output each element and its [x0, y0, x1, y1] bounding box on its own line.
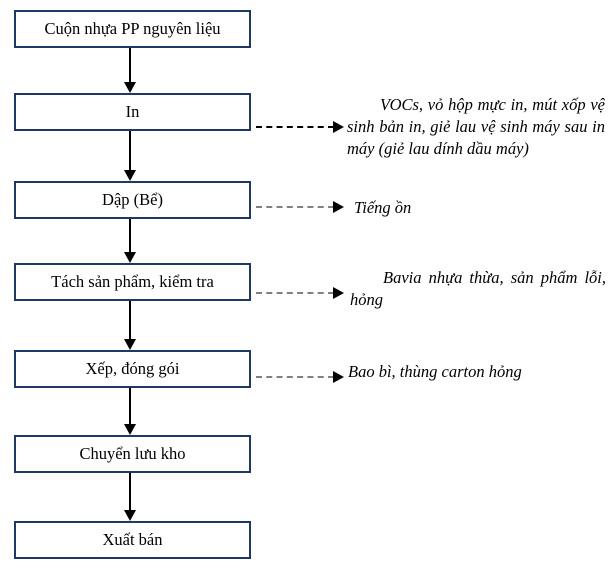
process-box-separation-inspection: Tách sản phẩm, kiểm tra [14, 263, 251, 301]
waste-arrow-line-separation [256, 292, 334, 294]
flow-arrow-line-1 [129, 48, 131, 83]
waste-annotation-packing: Bao bì, thùng carton hỏng [348, 362, 522, 381]
waste-arrow-head-stamping [333, 201, 344, 213]
waste-annotation-stamping: Tiếng ồn [354, 198, 412, 217]
process-box-raw-material: Cuộn nhựa PP nguyên liệu [14, 10, 251, 48]
flow-arrow-head-6 [124, 510, 136, 521]
flow-arrow-head-3 [124, 252, 136, 263]
waste-arrow-head-printing [333, 121, 344, 133]
flow-arrow-line-5 [129, 388, 131, 425]
waste-arrow-line-printing [256, 126, 334, 128]
flow-arrow-line-3 [129, 219, 131, 253]
process-box-warehouse: Chuyển lưu kho [14, 435, 251, 473]
process-box-sale: Xuất bán [14, 521, 251, 559]
waste-arrow-line-packing [256, 376, 334, 378]
flow-arrow-head-1 [124, 82, 136, 93]
waste-annotation-printing: VOCs, vỏ hộp mực in, mút xốp vệ sinh bản… [347, 95, 605, 158]
flow-arrow-line-6 [129, 473, 131, 511]
flow-arrow-head-5 [124, 424, 136, 435]
flow-arrow-line-2 [129, 131, 131, 171]
waste-annotation-separation: Bavia nhựa thừa, sản phẩm lỗi, hỏng [350, 268, 606, 309]
waste-arrow-head-separation [333, 287, 344, 299]
process-box-packing: Xếp, đóng gói [14, 350, 251, 388]
process-box-printing: In [14, 93, 251, 131]
process-box-stamping: Dập (Bể) [14, 181, 251, 219]
flow-arrow-head-2 [124, 170, 136, 181]
waste-arrow-line-stamping [256, 206, 334, 208]
flow-arrow-head-4 [124, 339, 136, 350]
flow-arrow-line-4 [129, 301, 131, 340]
waste-arrow-head-packing [333, 371, 344, 383]
